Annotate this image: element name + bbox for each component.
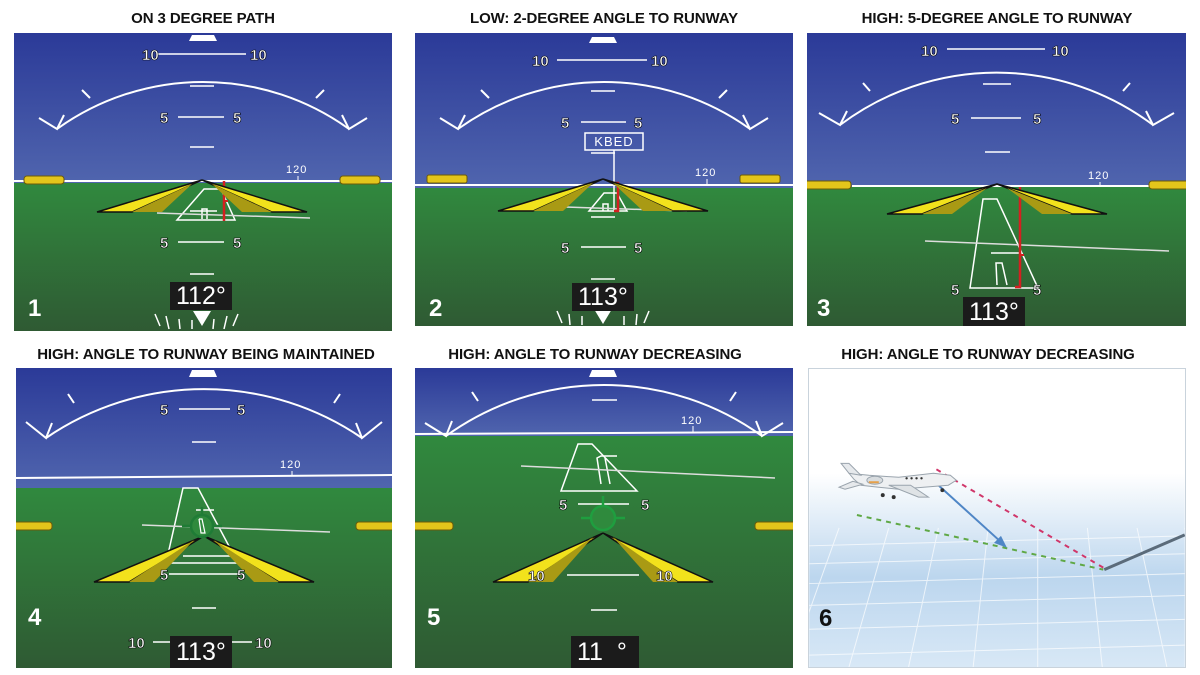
svg-text:5: 5 [561, 240, 569, 257]
aircraft-symbol-icon [492, 532, 714, 583]
panel-3-caption: HIGH: 5-DEGREE ANGLE TO RUNWAY [861, 10, 1133, 27]
svg-text:5: 5 [641, 497, 649, 514]
pfd-panel-1: 10 10 5 5 5 5 120 [14, 33, 392, 331]
pfd-display: 120 5 5 10 10 [415, 368, 793, 668]
svg-text:10: 10 [128, 635, 145, 652]
glidepath-illustration-panel: 6 [808, 368, 1186, 668]
aircraft-symbol-icon [93, 535, 315, 583]
svg-text:120: 120 [695, 167, 716, 179]
compass-arc [154, 313, 239, 330]
svg-text:5: 5 [160, 110, 168, 127]
panel-number: 2 [429, 295, 443, 322]
pfd-display: 10 10 5 5 5 5 120 [14, 33, 392, 331]
panel-number: 1 [28, 295, 42, 322]
svg-text:5: 5 [951, 282, 959, 299]
svg-text:5: 5 [1033, 111, 1041, 128]
svg-text:5: 5 [160, 567, 168, 584]
runway-outline [559, 443, 639, 492]
svg-text:5: 5 [1033, 282, 1041, 299]
svg-text:10: 10 [142, 47, 159, 64]
svg-text:5: 5 [160, 235, 168, 252]
panel-1-caption: ON 3 DEGREE PATH [131, 10, 275, 27]
svg-text:10: 10 [528, 568, 545, 585]
heading-bug-icon [193, 311, 211, 326]
heading-readout: 113° [572, 283, 634, 311]
panel-5-caption: HIGH: ANGLE TO RUNWAY DECREASING [448, 346, 742, 363]
panel-number: 5 [427, 604, 441, 631]
runway [1103, 533, 1185, 572]
roll-pointer-icon [589, 37, 617, 43]
glidepath-illustration [809, 369, 1185, 667]
heading-bug-icon [594, 309, 612, 324]
business-jet-icon [837, 462, 958, 500]
heading-readout: 113° [170, 636, 232, 668]
roll-arc [45, 388, 363, 439]
svg-text:5: 5 [634, 115, 642, 132]
svg-text:5: 5 [237, 402, 245, 419]
svg-text:5: 5 [160, 402, 168, 419]
flight-path-marker-icon [182, 507, 222, 539]
vertical-deviation-indicator [1015, 187, 1022, 289]
svg-text:10: 10 [532, 53, 549, 70]
svg-text:5: 5 [233, 110, 241, 127]
svg-text:120: 120 [280, 459, 301, 471]
pfd-panel-4: 5 5 120 5 5 10 10 1 [16, 368, 392, 668]
roll-arc [56, 80, 350, 130]
svg-text:10: 10 [255, 635, 272, 652]
pfd-display: 10 10 5 5 120 5 5 [807, 33, 1186, 326]
normal-glidepath [856, 514, 1104, 571]
aircraft-symbol-icon [886, 183, 1108, 215]
flight-path-vector [937, 484, 1004, 545]
horizon-line [415, 431, 793, 435]
svg-text:120: 120 [1088, 170, 1109, 182]
panel-2-caption: LOW: 2-DEGREE ANGLE TO RUNWAY [470, 10, 738, 27]
heading-readout: 112° [170, 282, 232, 310]
horizon-line [16, 474, 392, 479]
svg-text:5: 5 [951, 111, 959, 128]
roll-pointer-icon [589, 370, 617, 377]
extended-centerline [924, 240, 1170, 252]
panel-number: 6 [819, 605, 833, 632]
svg-text:5: 5 [237, 567, 245, 584]
flight-path-marker-icon [581, 496, 625, 532]
heading-readout: 11 ° [571, 636, 639, 668]
extended-centerline [141, 524, 331, 533]
svg-text:10: 10 [921, 43, 938, 60]
roll-arc [839, 71, 1154, 126]
svg-text:5: 5 [233, 235, 241, 252]
svg-text:120: 120 [286, 164, 307, 176]
ground-grid [809, 527, 1185, 667]
roll-pointer-icon [189, 35, 217, 41]
panel-6-caption: HIGH: ANGLE TO RUNWAY DECREASING [841, 346, 1135, 363]
roll-arc [445, 384, 763, 437]
runway-outline [969, 198, 1040, 289]
pfd-display: 5 5 120 5 5 10 10 [16, 368, 392, 668]
arrowhead-icon [994, 535, 1007, 548]
extended-centerline [520, 465, 776, 479]
svg-text:10: 10 [250, 47, 267, 64]
pfd-panel-2: 10 10 5 5 KBED 120 5 5 [415, 33, 793, 326]
extended-centerline [156, 212, 311, 219]
sky [14, 33, 392, 183]
pfd-panel-3: 10 10 5 5 120 5 5 113° 3 [807, 33, 1186, 326]
svg-text:5: 5 [559, 497, 567, 514]
compass-arc [556, 310, 650, 326]
roll-arc [457, 80, 751, 130]
svg-text:5: 5 [561, 115, 569, 132]
svg-text:5: 5 [634, 240, 642, 257]
svg-text:10: 10 [1052, 43, 1069, 60]
roll-pointer-icon [189, 370, 217, 377]
svg-text:10: 10 [651, 53, 668, 70]
panel-number: 3 [817, 295, 831, 322]
svg-text:10: 10 [656, 568, 673, 585]
heading-readout: 113° [963, 297, 1025, 326]
panel-number: 4 [28, 604, 42, 631]
steep-glidepath [935, 468, 1104, 569]
airport-label: KBED [594, 134, 633, 149]
panel-4-caption: HIGH: ANGLE TO RUNWAY BEING MAINTAINED [37, 346, 375, 363]
svg-text:120: 120 [681, 415, 702, 427]
pfd-panel-5: 120 5 5 10 10 11 ° 5 [415, 368, 793, 668]
